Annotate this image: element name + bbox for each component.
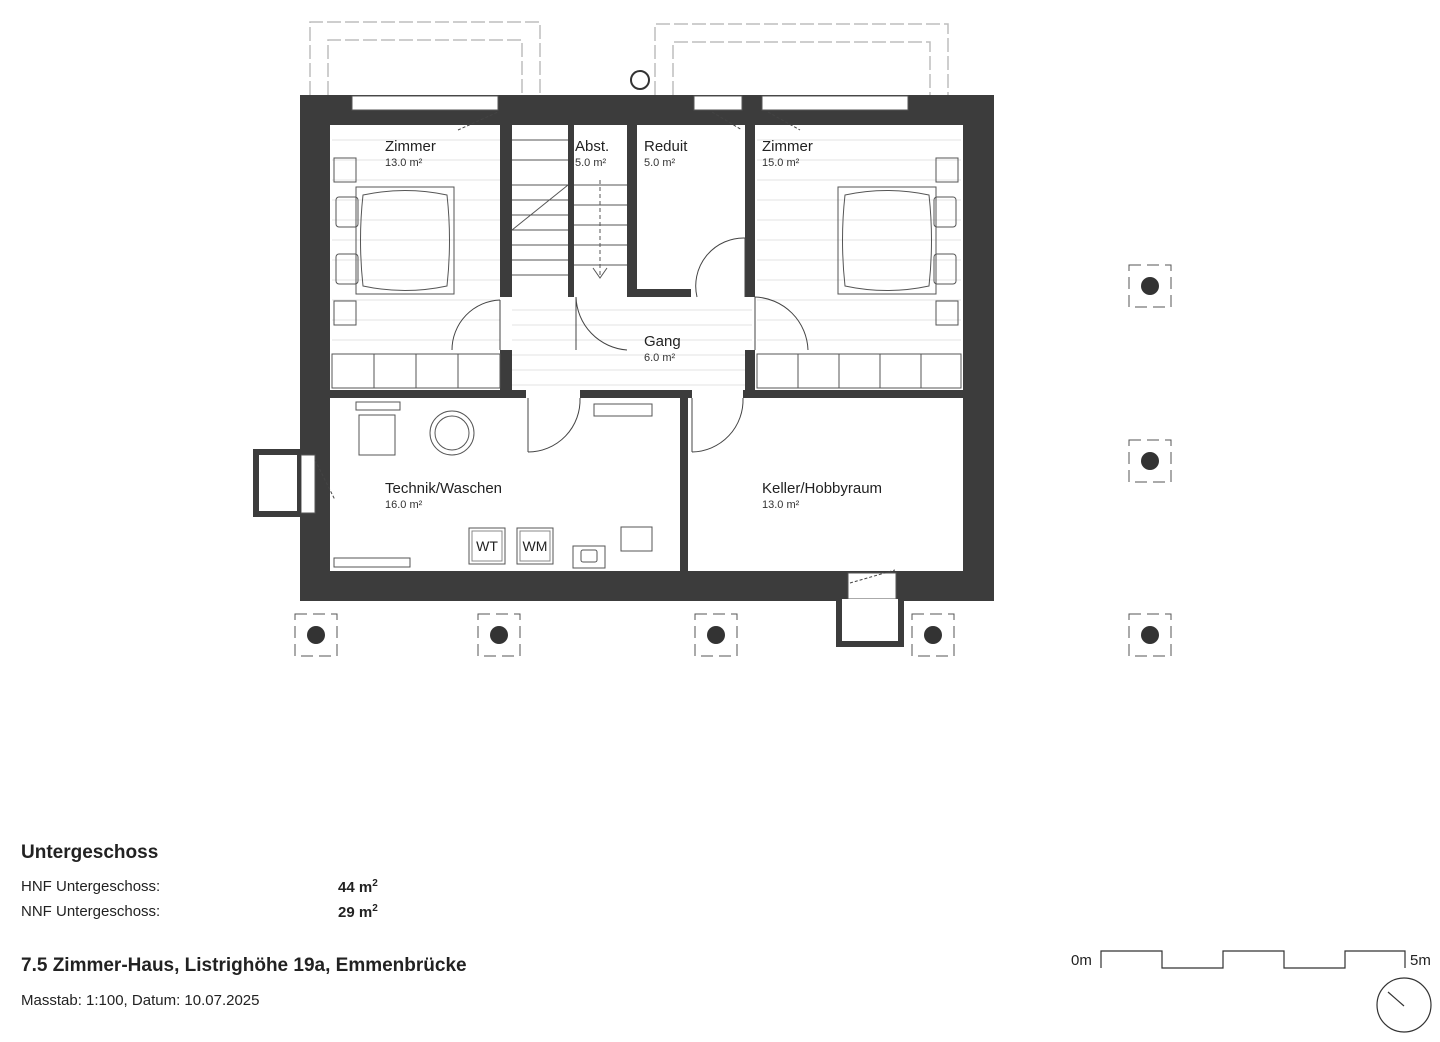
project-title: 7.5 Zimmer-Haus, Listrighöhe 19a, Emmenb… (21, 955, 467, 976)
room-gang-area: 6.0 m² (644, 352, 676, 364)
room-keller-name: Keller/Hobbyraum (762, 480, 882, 497)
stone-wall-left (309, 21, 541, 95)
pile-marker (911, 613, 955, 657)
wardrobe-left (331, 353, 501, 389)
pile-marker (694, 613, 738, 657)
washbasin-wt: WT (468, 527, 506, 565)
pile-marker (477, 613, 521, 657)
room-keller-area: 13.0 m² (762, 499, 800, 511)
staircase (511, 139, 627, 279)
wt-label: WT (476, 538, 498, 554)
wardrobe-right (756, 353, 962, 389)
room-technik-area: 16.0 m² (385, 499, 423, 511)
room-labels: Zimmer 13.0 m² Abst. 5.0 m² Reduit 5.0 m… (385, 138, 882, 511)
hnf-label: HNF Untergeschoss: (21, 878, 161, 895)
room-reduit-name: Reduit (644, 138, 688, 155)
scale-date-meta: Masstab: 1:100, Datum: 10.07.2025 (21, 992, 260, 1009)
stone-wall-right (654, 23, 949, 95)
north-arrow-icon (1376, 977, 1432, 1033)
section-title: Untergeschoss (21, 842, 159, 863)
nnf-value: 29 m2 (338, 903, 378, 921)
washing-machine-wm: WM (516, 527, 554, 565)
room-zimmer-right-name: Zimmer (762, 138, 813, 155)
room-reduit-area: 5.0 m² (644, 157, 676, 169)
wm-label: WM (523, 538, 548, 554)
door-swings (314, 111, 896, 584)
room-gang-name: Gang (644, 333, 681, 350)
floor-hatching (332, 139, 961, 386)
pile-marker (294, 613, 338, 657)
hnf-value: 44 m2 (338, 878, 378, 896)
area-summary: Untergeschoss HNF Untergeschoss: 44 m2 N… (21, 842, 621, 928)
light-well-bottom (836, 599, 904, 647)
scale-bar (1100, 950, 1406, 969)
technik-equipment (333, 401, 653, 569)
scale-start-label: 0m (1071, 952, 1092, 969)
windows (300, 95, 909, 600)
room-abst-area: 5.0 m² (575, 157, 607, 169)
bed-right (837, 157, 959, 326)
scale-end-label: 5m (1410, 952, 1431, 969)
pile-marker (1128, 439, 1172, 483)
hnf-row: HNF Untergeschoss: 44 m2 (21, 878, 621, 903)
nnf-row: NNF Untergeschoss: 29 m2 (21, 903, 621, 928)
foundation-piles (294, 264, 1172, 657)
room-technik-name: Technik/Waschen (385, 480, 502, 497)
room-zimmer-left-name: Zimmer (385, 138, 436, 155)
interior-walls (330, 125, 963, 571)
pile-marker (1128, 613, 1172, 657)
nnf-label: NNF Untergeschoss: (21, 903, 161, 920)
bed-left (333, 157, 455, 326)
light-well-left (253, 449, 301, 517)
room-abst-name: Abst. (575, 138, 609, 155)
downpipe-circle (630, 70, 650, 90)
room-zimmer-left-area: 13.0 m² (385, 157, 423, 169)
pile-marker (1128, 264, 1172, 308)
room-zimmer-right-area: 15.0 m² (762, 157, 800, 169)
